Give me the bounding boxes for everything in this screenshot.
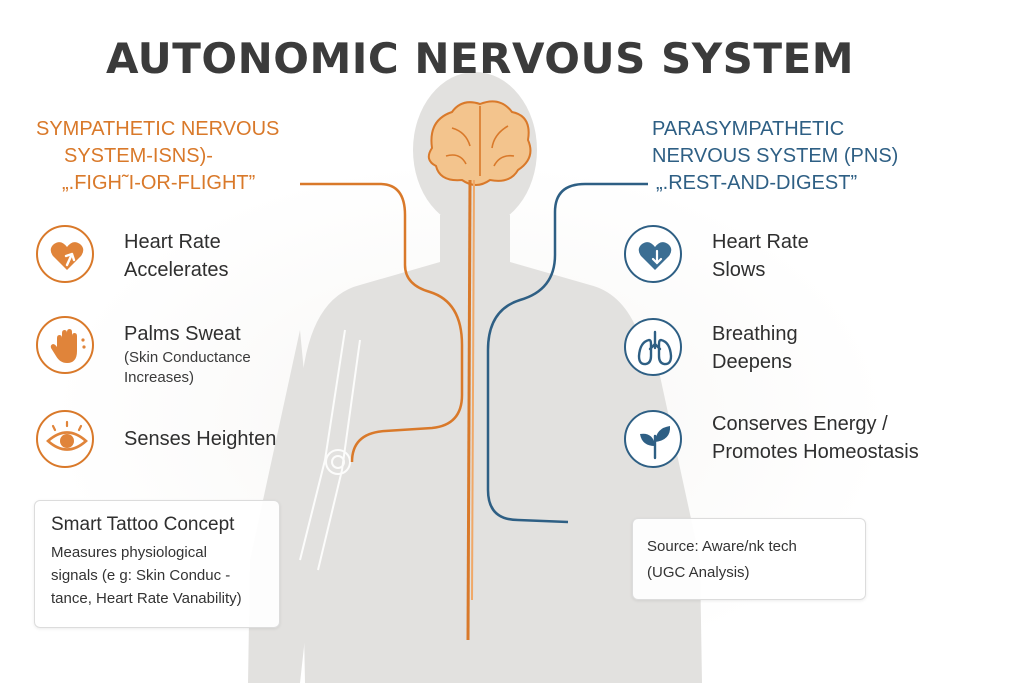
- smart-tattoo-title: Smart Tattoo Concept: [51, 514, 235, 535]
- sympathetic-item-senses: Senses Heighten: [124, 425, 276, 453]
- smart-tattoo-line-3: tance, Heart Rate Vanability): [51, 590, 242, 607]
- parasympathetic-item-breathing-line-1: Breathing: [712, 323, 798, 345]
- parasympathetic-item-energy: Conserves Energy / Promotes Homeostasis: [712, 410, 919, 466]
- sympathetic-item-heart-rate-line-2: Accelerates: [124, 259, 229, 281]
- parasympathetic-item-energy-line-1: Conserves Energy /: [712, 413, 888, 435]
- lungs-icon: [624, 318, 682, 376]
- parasympathetic-heading-line-3: „.REST-AND-DIGEST”: [656, 172, 858, 194]
- smart-tattoo-box: Smart Tattoo Concept Measures physiologi…: [34, 500, 280, 628]
- smart-tattoo-line-1: Measures physiological: [51, 544, 207, 561]
- sympathetic-item-palms-sub-2: Increases): [124, 369, 195, 386]
- sympathetic-heading: SYMPATHETIC NERVOUS SYSTEM-ISNS)- „.FIGH…: [36, 116, 279, 197]
- sympathetic-heading-line-2: SYSTEM-ISNS)-: [64, 145, 213, 167]
- arm-tattoo: [299, 329, 361, 571]
- parasympathetic-item-energy-line-2: Promotes Homeostasis: [712, 441, 919, 463]
- parasympathetic-heading-line-2: NERVOUS SYSTEM (PNS): [652, 145, 899, 167]
- parasympathetic-item-heart-rate-line-2: Slows: [712, 259, 766, 281]
- sympathetic-nerve-path: [300, 182, 464, 463]
- source-box: Source: Aware/nk tech (UGC Analysis): [632, 518, 866, 600]
- sympathetic-item-palms: Palms Sweat (Skin Conductance Increases): [124, 320, 251, 388]
- source-line-1: Source: Aware/nk tech: [647, 538, 797, 555]
- sympathetic-item-palms-sub-1: (Skin Conductance: [124, 349, 251, 366]
- parasympathetic-heading: PARASYMPATHETIC NERVOUS SYSTEM (PNS) „.R…: [652, 116, 898, 197]
- leaf-icon: [624, 410, 682, 468]
- eye-icon: [36, 410, 94, 468]
- parasympathetic-nerve-path: [486, 182, 648, 524]
- source-line-2: (UGC Analysis): [647, 564, 750, 581]
- sympathetic-item-senses-label: Senses Heighten: [124, 428, 277, 450]
- hand-sweat-icon: [36, 316, 94, 374]
- spinal-cord-highlight: [471, 179, 475, 601]
- parasympathetic-item-heart-rate-line-1: Heart Rate: [712, 231, 809, 253]
- brain-icon: [427, 100, 532, 186]
- smart-tattoo-line-2: signals (e g: Skin Conduc -: [51, 567, 231, 584]
- sympathetic-item-palms-label: Palms Sweat: [124, 323, 241, 345]
- sympathetic-heading-line-1: SYMPATHETIC NERVOUS: [36, 118, 280, 140]
- spinal-cord: [466, 179, 472, 641]
- parasympathetic-item-heart-rate: Heart Rate Slows: [712, 228, 809, 284]
- sympathetic-item-heart-rate-line-1: Heart Rate: [124, 231, 221, 253]
- heart-up-arrow-icon: [36, 225, 94, 283]
- parasympathetic-item-breathing-line-2: Deepens: [712, 351, 793, 373]
- heart-down-arrow-icon: [624, 225, 682, 283]
- parasympathetic-item-breathing: Breathing Deepens: [712, 320, 798, 376]
- sympathetic-heading-line-3: „.FIGH˜I-OR-FLIGHT”: [62, 172, 256, 194]
- parasympathetic-heading-line-1: PARASYMPATHETIC: [652, 118, 845, 140]
- sympathetic-item-heart-rate: Heart Rate Accelerates: [124, 228, 229, 284]
- page-title: AUTONOMIC NERVOUS SYSTEM: [105, 34, 855, 83]
